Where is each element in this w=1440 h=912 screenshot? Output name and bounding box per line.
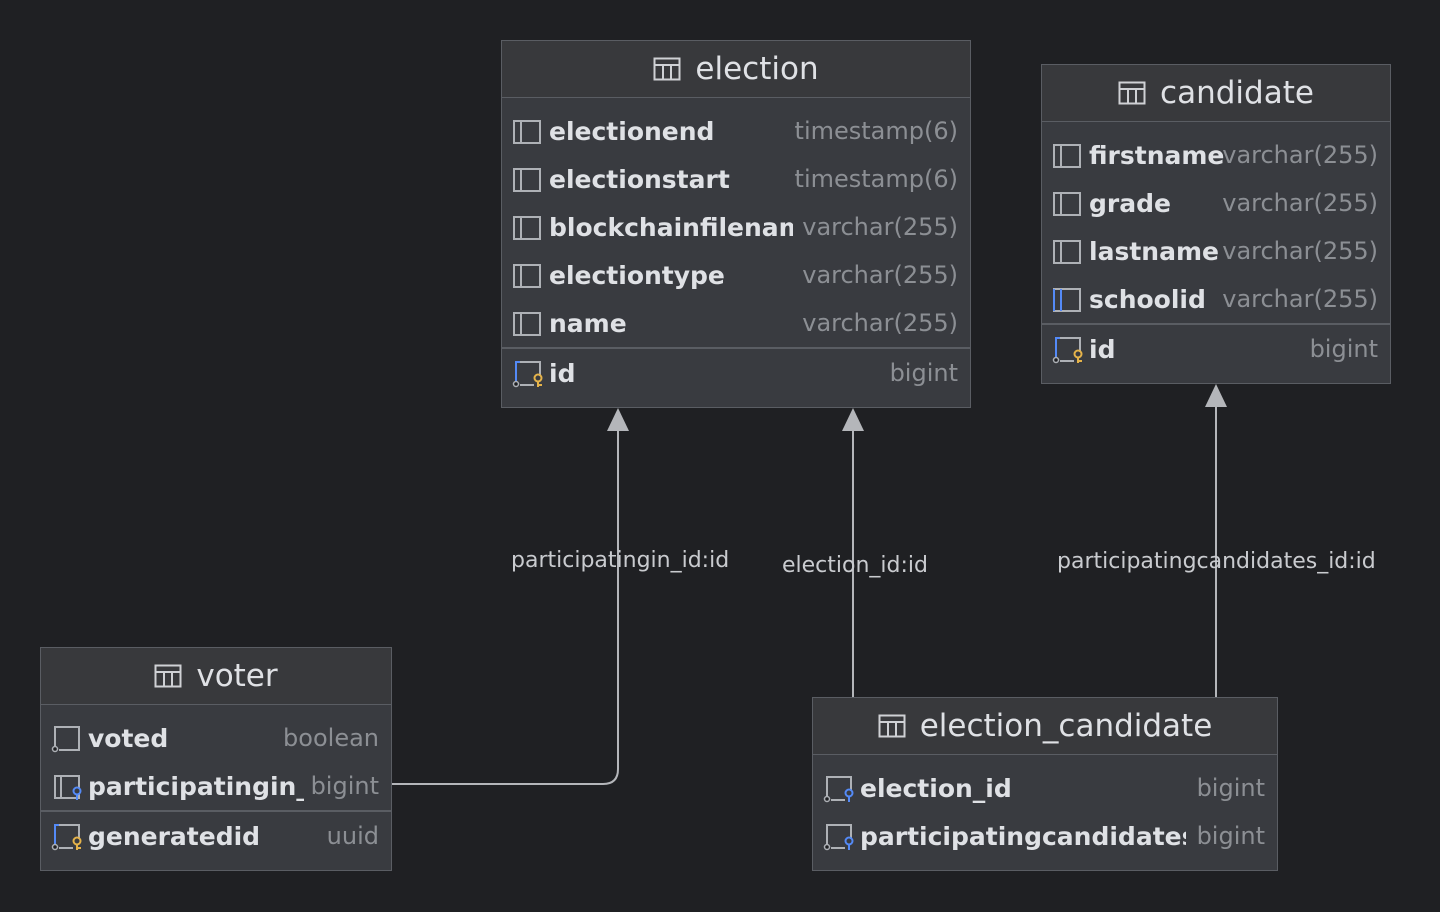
table-header[interactable]: election_candidate [813,698,1277,755]
column-type: bigint [889,359,958,387]
key-row[interactable]: id bigint [1042,325,1390,373]
column-type: uuid [326,822,379,850]
foreign-key-icon [823,821,857,851]
column-name: electionend [549,116,715,146]
column-row[interactable]: electiontype varchar(255) [502,251,970,299]
column-type: varchar(255) [802,309,958,337]
column-icon [1052,140,1086,170]
column-name: election_id [860,773,1012,803]
column-type: boolean [283,724,379,752]
column-type: bigint [1196,822,1265,850]
column-name: participatingin_id [88,771,304,801]
key-row[interactable]: id bigint [502,349,970,397]
table-title: election_candidate [919,708,1213,744]
column-name: grade [1089,188,1171,218]
not-null-column-icon [51,723,85,753]
column-row[interactable]: participatingin_id bigint [41,762,391,810]
column-row[interactable]: firstname varchar(255) [1042,131,1390,179]
column-icon [512,164,546,194]
table-title: candidate [1160,75,1314,111]
key-divider [1042,323,1390,325]
key-row[interactable]: election_id bigint [813,764,1277,812]
foreign-key-icon [823,773,857,803]
column-name: electiontype [549,260,725,290]
table-election[interactable]: election electionend timestamp(6) electi… [501,40,971,408]
column-name: blockchainfilename [549,212,793,242]
table-candidate[interactable]: candidate firstname varchar(255) grade v… [1041,64,1391,384]
column-name: generatedid [88,821,261,851]
column-type: timestamp(6) [794,165,958,193]
column-row[interactable]: lastname varchar(255) [1042,227,1390,275]
table-title: voter [196,658,278,694]
edge-arrowhead-voter-election [607,408,629,431]
edge-arrowhead-election-candidate-election [842,408,864,431]
column-type: varchar(255) [1222,285,1378,313]
key-divider [502,347,970,349]
edge-label-participatingcandidates: participatingcandidates_id:id [1057,549,1376,574]
column-type: varchar(255) [802,261,958,289]
table-voter[interactable]: voter voted boolean participatingin_id b… [40,647,392,871]
column-icon [1052,236,1086,266]
column-name: voted [88,723,169,753]
column-name: firstname [1089,140,1225,170]
edge-label-participatingin: participatingin_id:id [511,548,730,573]
column-row[interactable]: schoolid varchar(255) [1042,275,1390,323]
table-icon [154,664,182,688]
table-title: election [695,51,819,87]
primary-key-icon [51,821,85,851]
column-type: timestamp(6) [794,117,958,145]
column-name: id [1089,334,1116,364]
indexed-column-icon [1052,284,1086,314]
table-icon [1118,81,1146,105]
column-name: schoolid [1089,284,1206,314]
column-type: bigint [1309,335,1378,363]
table-header[interactable]: candidate [1042,65,1390,122]
key-row[interactable]: generatedid uuid [41,812,391,860]
column-icon [512,260,546,290]
primary-key-icon [1052,334,1086,364]
column-row[interactable]: grade varchar(255) [1042,179,1390,227]
foreign-key-icon [51,771,85,801]
table-header[interactable]: election [502,41,970,98]
table-header[interactable]: voter [41,648,391,705]
column-row[interactable]: electionend timestamp(6) [502,107,970,155]
column-name: electionstart [549,164,730,194]
column-name: id [549,358,576,388]
column-name: name [549,308,627,338]
table-icon [653,57,681,81]
column-type: varchar(255) [1222,189,1378,217]
table-election-candidate[interactable]: election_candidate election_id bigint pa… [812,697,1278,871]
key-row[interactable]: participatingcandidates_id bigint [813,812,1277,860]
column-icon [512,116,546,146]
column-type: varchar(255) [1222,141,1378,169]
edge-arrowhead-election-candidate-candidate [1205,384,1227,407]
column-type: bigint [310,772,379,800]
primary-key-icon [512,358,546,388]
column-type: bigint [1196,774,1265,802]
column-icon [1052,188,1086,218]
edge-voter-election[interactable] [391,430,619,785]
column-name: participatingcandidates_id [860,821,1186,851]
column-icon [512,308,546,338]
key-divider [41,810,391,812]
column-row[interactable]: electionstart timestamp(6) [502,155,970,203]
column-row[interactable]: blockchainfilename varchar(255) [502,203,970,251]
edge-label-election-id: election_id:id [782,553,928,578]
column-row[interactable]: voted boolean [41,714,391,762]
column-name: lastname [1089,236,1219,266]
column-row[interactable]: name varchar(255) [502,299,970,347]
column-type: varchar(255) [802,213,958,241]
table-icon [878,714,906,738]
column-icon [512,212,546,242]
column-type: varchar(255) [1222,237,1378,265]
